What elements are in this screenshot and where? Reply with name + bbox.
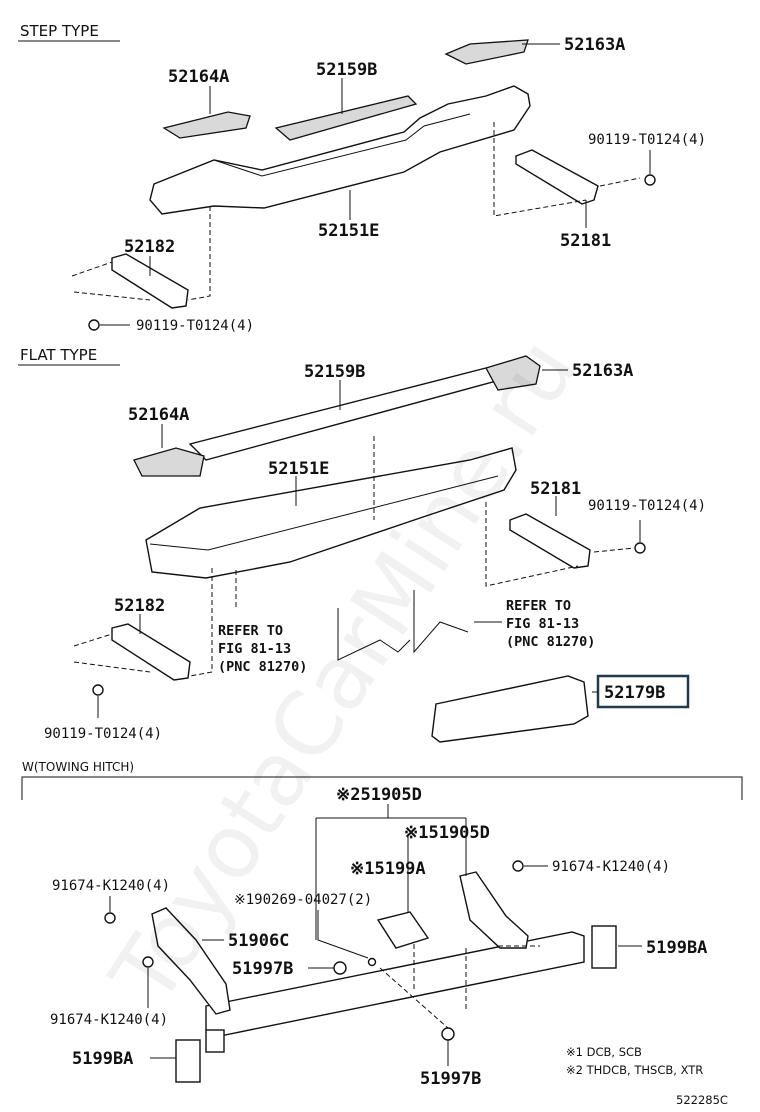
step-type-title: STEP TYPE xyxy=(20,22,99,40)
label-flat-52151e: 52151E xyxy=(268,459,329,479)
label-flat-ref-r-2: FIG 81-13 xyxy=(506,616,579,632)
flat-bumper-edge xyxy=(149,475,499,551)
step-bumper-edge xyxy=(213,113,471,177)
label-flat-ref-r-3: (PNC 81270) xyxy=(506,634,595,650)
hitch-clip-bottom-icon[interactable] xyxy=(441,1027,455,1041)
label-tow-91674-bl: 91674-K1240(4) xyxy=(50,1012,168,1028)
label-tow-51997b-l: 51997B xyxy=(232,959,293,979)
flat-bracket-left[interactable] xyxy=(111,623,191,681)
dash-step-misc xyxy=(71,177,641,301)
hitch-plate-right[interactable] xyxy=(459,871,529,949)
flat-license-plate[interactable] xyxy=(431,675,589,743)
hitch-screw-icon[interactable] xyxy=(367,957,377,967)
flat-bracket-right[interactable] xyxy=(509,513,591,569)
dash-flat-right xyxy=(485,502,579,587)
step-bracket-left[interactable] xyxy=(111,253,189,309)
towing-bracket-line xyxy=(21,776,743,800)
towing-section: W(TOWING HITCH) ※251905D xyxy=(21,760,743,1107)
label-step-52151e: 52151E xyxy=(318,221,379,241)
label-flat-52164a: 52164A xyxy=(128,405,189,425)
label-flat-ref-l-2: FIG 81-13 xyxy=(218,641,291,657)
step-bracket-right[interactable] xyxy=(515,149,599,205)
hitch-cap-right[interactable] xyxy=(591,925,617,969)
flat-type-title: FLAT TYPE xyxy=(20,346,97,364)
hitch-bolt-tl-icon[interactable] xyxy=(104,912,116,924)
flat-type-section: FLAT TYPE xyxy=(18,346,706,743)
towing-title: W(TOWING HITCH) xyxy=(22,760,134,774)
label-flat-52182: 52182 xyxy=(114,596,165,616)
label-tow-51905d-top: ※251905D xyxy=(336,785,422,805)
flat-bolt-left-icon[interactable] xyxy=(92,684,104,696)
leader-tow-51905d-top xyxy=(315,804,467,940)
label-tow-51906c: 51906C xyxy=(228,931,289,951)
label-tow-5199ba-l: 5199BA xyxy=(72,1049,133,1069)
hitch-receiver-opening xyxy=(205,1029,225,1053)
harness-left[interactable] xyxy=(337,608,411,661)
step-pad-left[interactable] xyxy=(162,111,251,139)
harness-right[interactable] xyxy=(413,590,469,654)
step-pad-center[interactable] xyxy=(274,95,418,141)
dash-step-right xyxy=(493,122,587,217)
note-2: ※2 THDCB, THSCB, XTR xyxy=(566,1063,703,1077)
label-flat-52163a: 52163A xyxy=(572,361,633,381)
label-flat-90119-r: 90119-T0124(4) xyxy=(588,498,706,514)
flat-bumper-body[interactable] xyxy=(145,447,517,579)
flat-end-cap-right[interactable] xyxy=(485,355,541,391)
flat-end-cap-left[interactable] xyxy=(133,447,205,477)
label-tow-91674-tl: 91674-K1240(4) xyxy=(52,878,170,894)
label-tow-5199a: ※15199A xyxy=(350,859,426,879)
flat-bolt-right-icon[interactable] xyxy=(634,542,646,554)
label-flat-ref-l-3: (PNC 81270) xyxy=(218,659,307,675)
dash-flat-left xyxy=(189,568,213,677)
hitch-plate-left[interactable] xyxy=(151,907,231,1015)
label-step-90119-l: 90119-T0124(4) xyxy=(136,318,254,334)
label-flat-52159b: 52159B xyxy=(304,362,365,382)
hitch-cap-left[interactable] xyxy=(175,1039,201,1083)
dash-flat-misc xyxy=(73,547,635,673)
label-tow-51997b-b: 51997B xyxy=(420,1069,481,1089)
step-pad-right[interactable] xyxy=(444,39,529,65)
label-step-52181: 52181 xyxy=(560,231,611,251)
label-flat-52179b[interactable]: 52179B xyxy=(604,683,665,703)
hitch-clip-left-icon[interactable] xyxy=(333,961,347,975)
label-tow-91674-tr: 91674-K1240(4) xyxy=(552,859,670,875)
step-bolt-right-icon[interactable] xyxy=(644,174,656,186)
label-tow-5199ba-r: 5199BA xyxy=(646,938,707,958)
step-type-section: STEP TYPE 52163A 52164A 52159B 90119 xyxy=(18,22,706,334)
label-flat-ref-r-1: REFER TO xyxy=(506,598,571,614)
label-step-52182: 52182 xyxy=(124,237,175,257)
hitch-bolt-bl-icon[interactable] xyxy=(142,956,154,968)
leader-tow-90269 xyxy=(317,910,369,959)
hitch-shield[interactable] xyxy=(376,911,430,949)
note-1: ※1 DCB, SCB xyxy=(566,1045,642,1059)
step-bumper-body[interactable] xyxy=(149,85,531,215)
diagram-code: 522285C xyxy=(676,1093,728,1107)
dash-step-left xyxy=(187,206,211,301)
label-flat-ref-l-1: REFER TO xyxy=(218,623,283,639)
label-tow-51905d-1: ※151905D xyxy=(404,823,490,843)
label-step-52159b: 52159B xyxy=(316,60,377,80)
label-flat-90119-l: 90119-T0124(4) xyxy=(44,726,162,742)
label-flat-52181: 52181 xyxy=(530,479,581,499)
hitch-bolt-tr-icon[interactable] xyxy=(512,860,524,872)
label-step-90119-r: 90119-T0124(4) xyxy=(588,132,706,148)
step-bolt-left-icon[interactable] xyxy=(88,319,100,331)
label-step-52163a: 52163A xyxy=(564,35,625,55)
label-tow-90269: ※190269-04027(2) xyxy=(234,892,372,908)
label-step-52164a: 52164A xyxy=(168,67,229,87)
